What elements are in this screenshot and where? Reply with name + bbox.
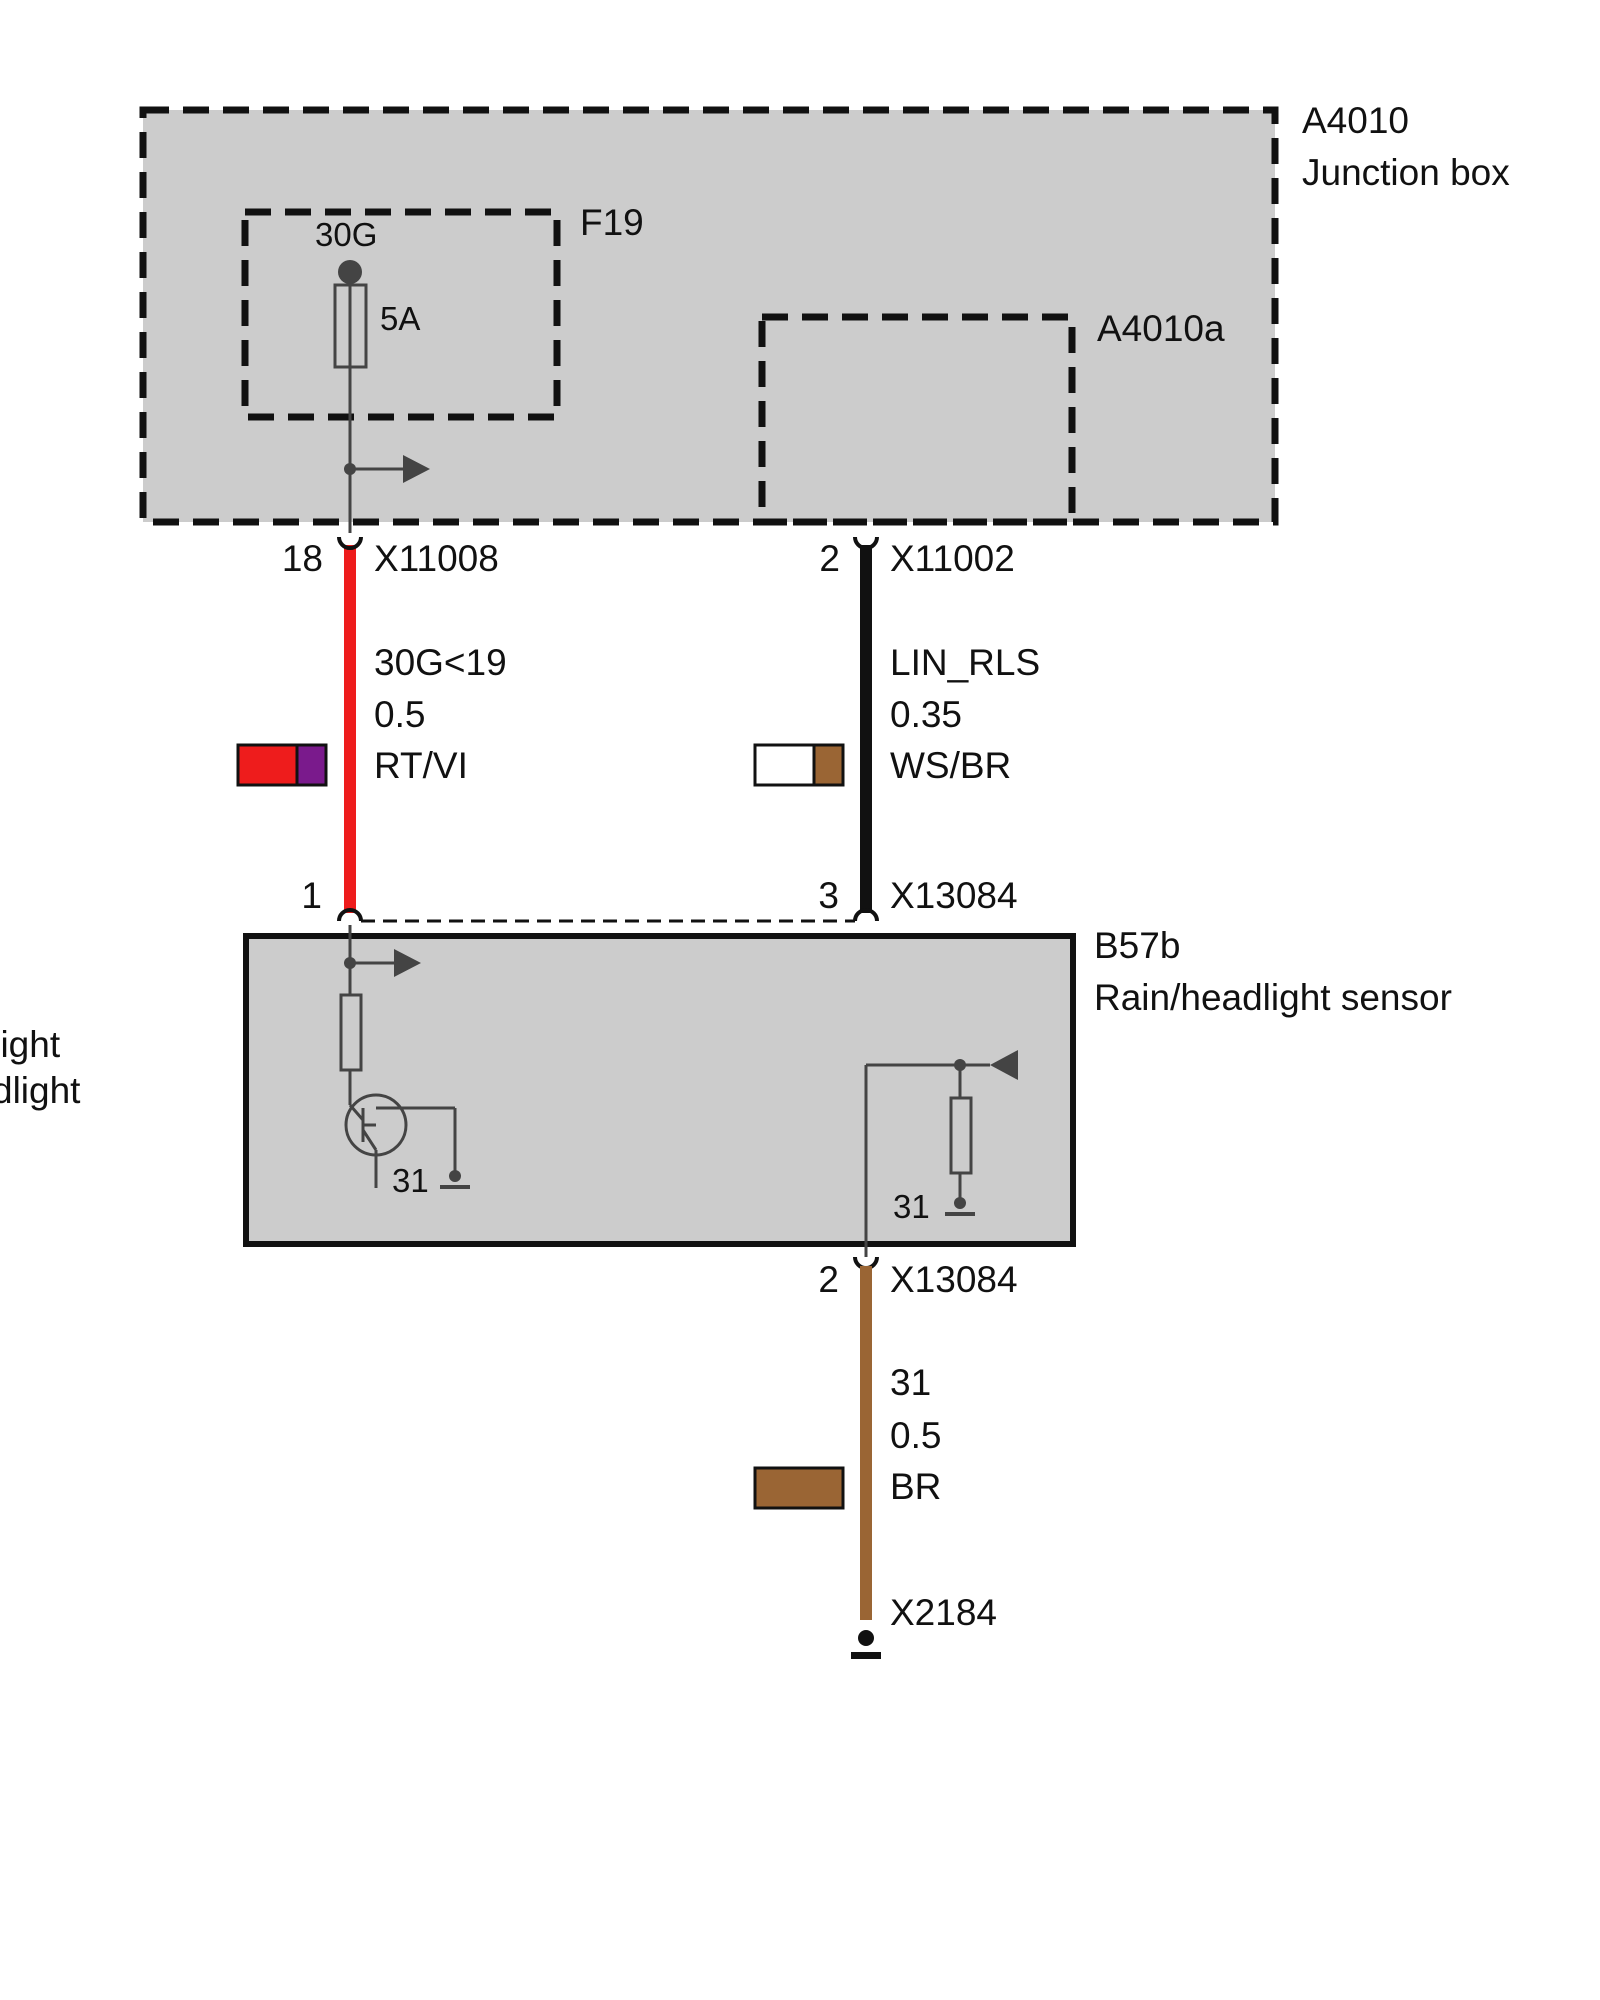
wire-color-swatch <box>753 743 845 787</box>
connector-id: X13084 <box>890 875 1018 916</box>
junction-box-id: A4010 <box>1302 100 1409 141</box>
fuse-rating: 5A <box>380 300 420 337</box>
ground-label: 31 <box>893 1188 930 1225</box>
submodule-a4010a-outline <box>758 313 1076 526</box>
connector-pin-icon <box>853 536 879 550</box>
ground-icon <box>851 1652 881 1659</box>
wire-signal: 30G<19 <box>374 642 507 683</box>
connector-id: X13084 <box>890 1259 1018 1300</box>
pin-number: 2 <box>818 1259 839 1300</box>
submodule-id: A4010a <box>1097 308 1225 349</box>
pin-number: 1 <box>301 875 322 916</box>
wire-signal: 31 <box>890 1362 931 1403</box>
fuse-f19-outline <box>241 208 561 421</box>
connector-pin-icon <box>337 536 363 550</box>
continuation-arrow-icon <box>403 455 430 483</box>
pin-number: 18 <box>282 538 323 579</box>
sensor-b57b: B57b Rain/headlight sensor 31 <box>243 925 1452 1257</box>
wire-color-code: RT/VI <box>374 745 468 786</box>
resistor-symbol <box>949 1096 973 1175</box>
continuation-arrow-icon <box>394 949 421 977</box>
transistor-icon <box>344 1093 457 1188</box>
ground-connector-id: X2184 <box>890 1592 997 1633</box>
sensor-outline <box>243 933 1076 1247</box>
wire-color-code: BR <box>890 1466 941 1507</box>
pin-number: 2 <box>819 538 840 579</box>
junction-box-outline <box>139 106 1279 526</box>
wire-31-ground: 2 X13084 31 0.5 BR X2184 <box>753 1256 1018 1659</box>
connector-pin-icon <box>853 908 879 922</box>
wire-gauge: 0.5 <box>890 1415 941 1456</box>
sensor-id: B57b <box>1094 925 1180 966</box>
wire-color-swatch <box>753 1466 845 1510</box>
sensor-name: Rain/headlight sensor <box>1094 977 1452 1018</box>
junction-box-a4010: A4010 Junction box F19 30G 5A A4010a <box>139 100 1510 533</box>
fuse-terminal-label: 30G <box>315 216 377 253</box>
wire-signal: LIN_RLS <box>890 642 1040 683</box>
wire-lin-rls: 2 X11002 LIN_RLS 0.35 WS/BR 3 X13084 <box>753 536 1040 922</box>
pin-number: 3 <box>818 875 839 916</box>
input-arrow-icon <box>990 1050 1018 1080</box>
fuse-id: F19 <box>580 202 644 243</box>
connector-pin-icon <box>337 908 363 922</box>
wire-color-code: WS/BR <box>890 745 1011 786</box>
wire-gauge: 0.5 <box>374 694 425 735</box>
connector-id: X11008 <box>374 538 499 579</box>
connector-id: X11002 <box>890 538 1015 579</box>
wire-color-swatch <box>236 743 328 787</box>
ground-point-dot <box>858 1630 874 1646</box>
cropped-label: dlight <box>0 1070 81 1111</box>
resistor-symbol <box>339 993 363 1072</box>
ground-label: 31 <box>392 1162 429 1199</box>
junction-box-name: Junction box <box>1302 152 1510 193</box>
wire-30g: 18 X11008 30G<19 0.5 RT/VI 1 <box>236 536 507 922</box>
wire-gauge: 0.35 <box>890 694 962 735</box>
cropped-label: llight <box>0 1024 61 1065</box>
